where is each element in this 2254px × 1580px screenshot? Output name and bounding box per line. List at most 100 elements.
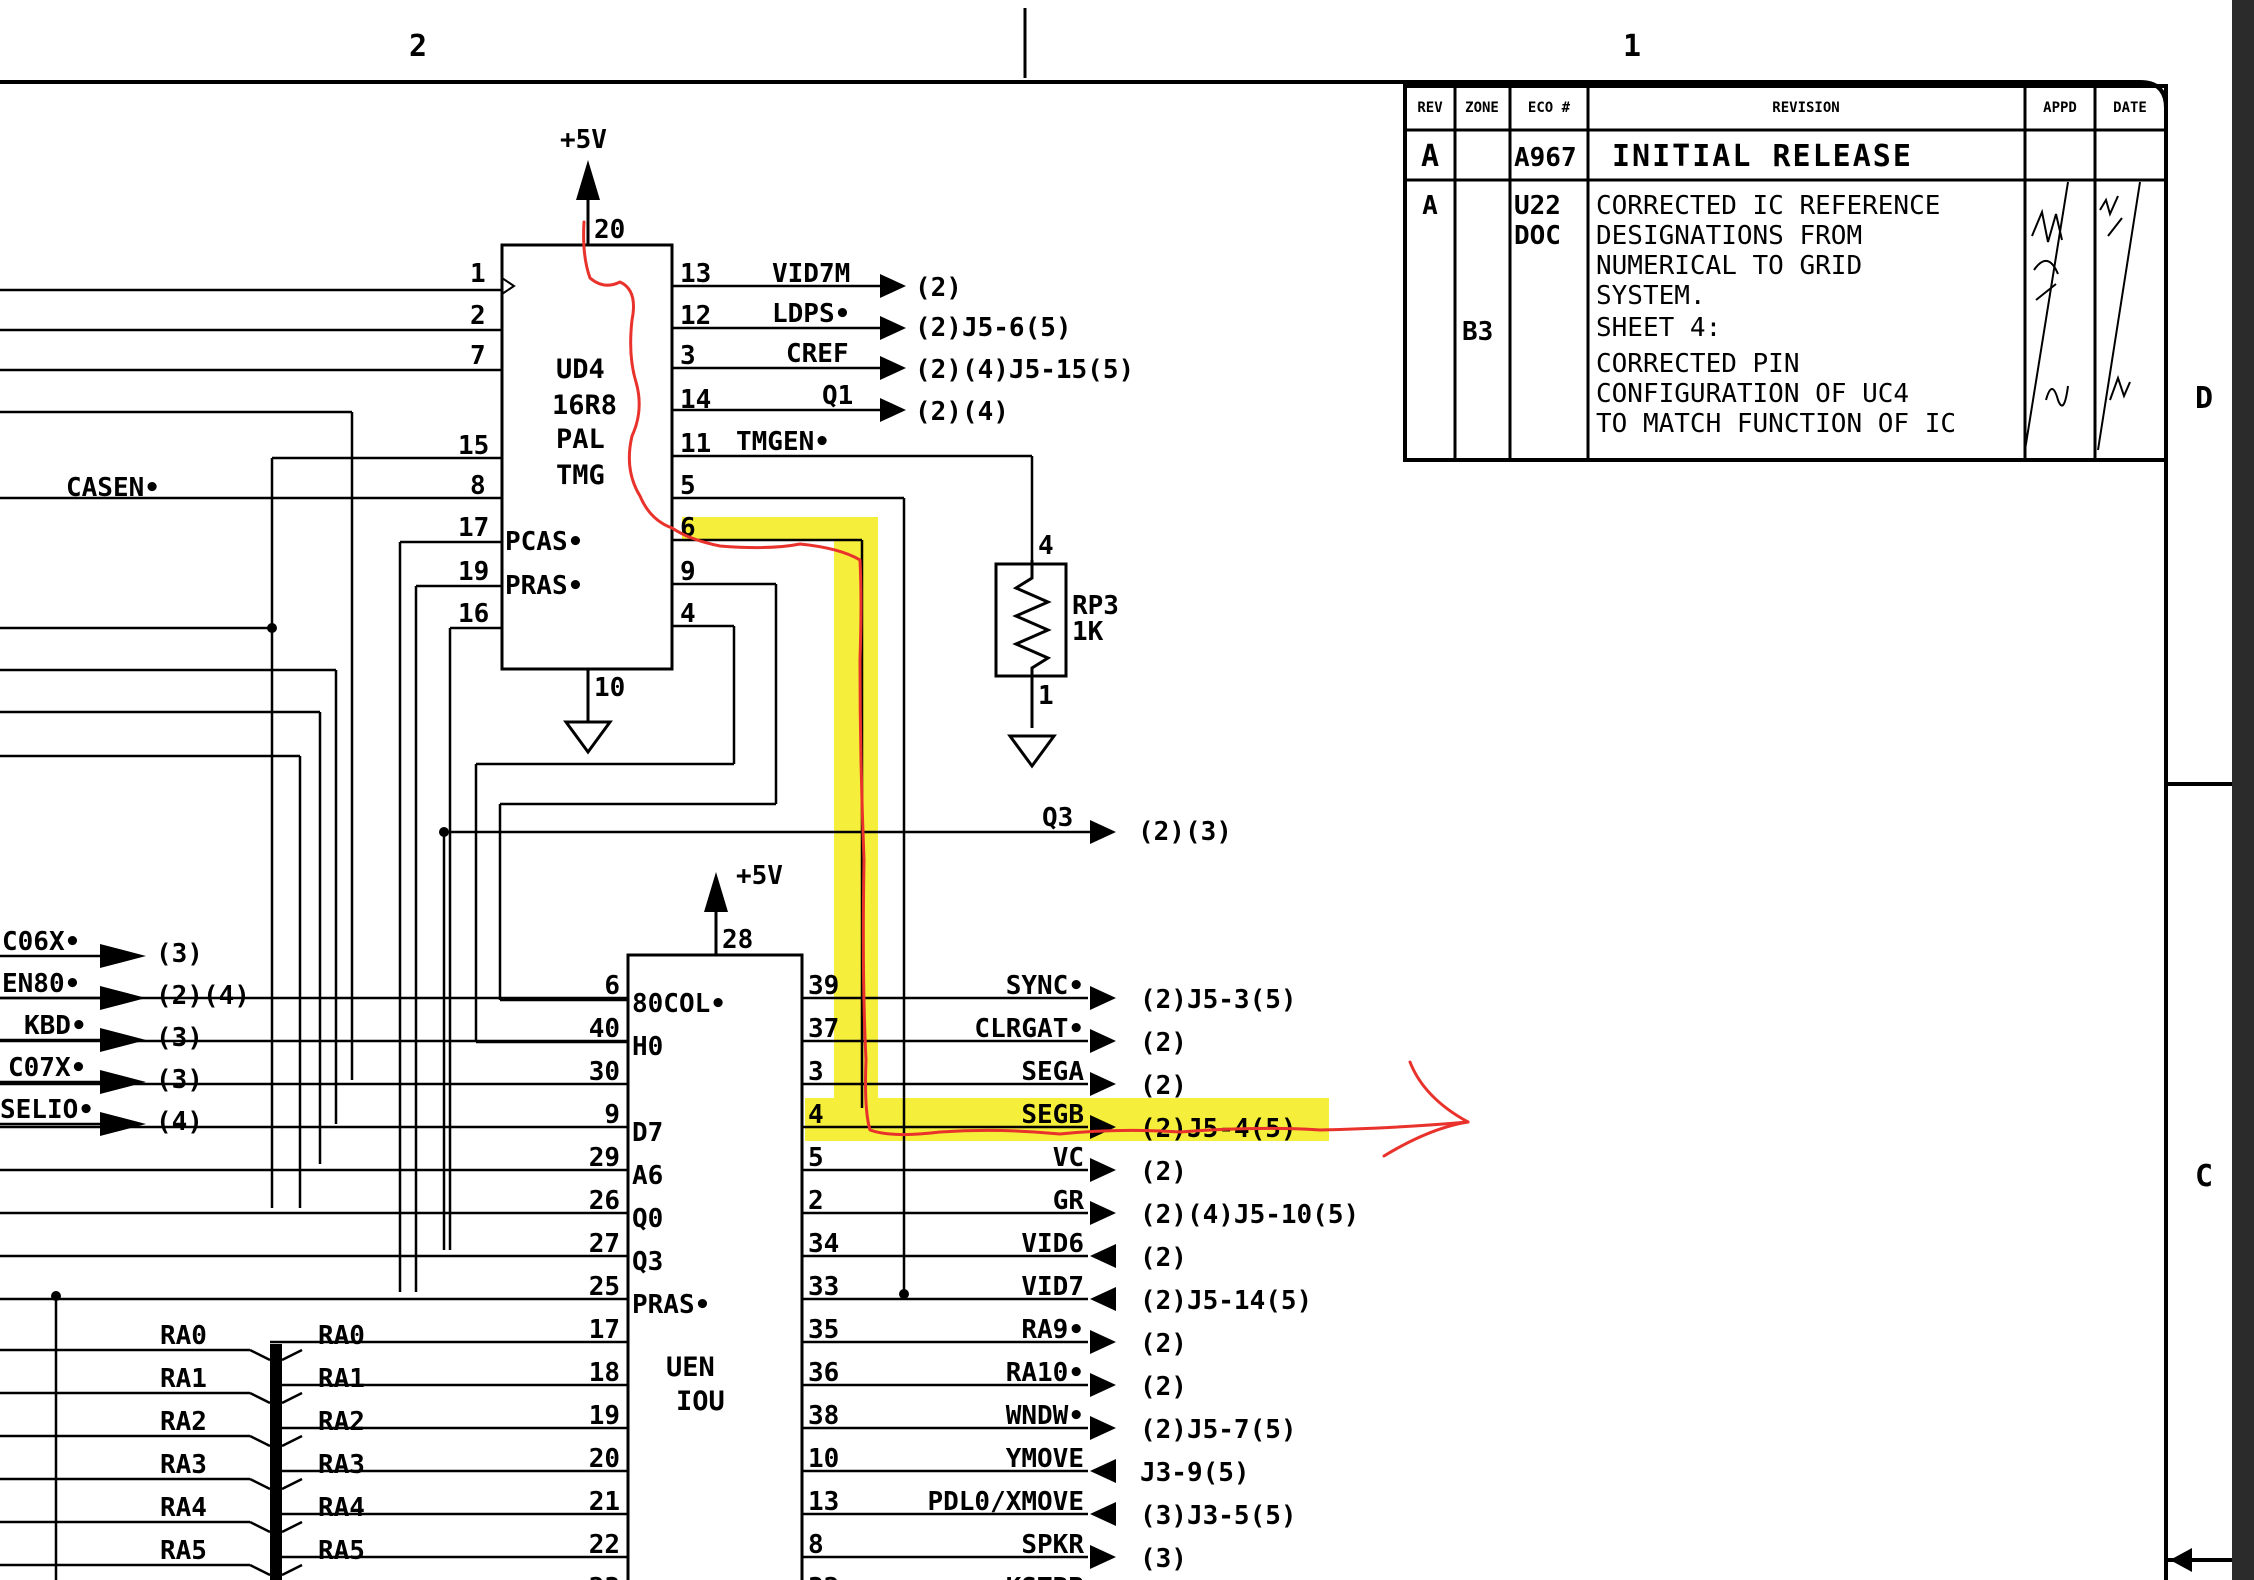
signal-arrow-icon — [1090, 1545, 1116, 1569]
uen-right-pin-number: 32 — [808, 1573, 839, 1580]
signal-arrow-icon — [1090, 1115, 1116, 1139]
revision-line: CORRECTED IC REFERENCE — [1596, 191, 1940, 221]
ref-q1: (2)(4) — [915, 397, 1009, 427]
revision-header: REVISION — [1772, 100, 1839, 116]
uen-signal-ref: (2) — [1140, 1157, 1187, 1187]
revision-line: TO MATCH FUNCTION OF IC — [1596, 409, 1956, 439]
ref-vid7m: (2) — [915, 273, 962, 303]
ra-bus-label-left: RA2 — [160, 1407, 207, 1437]
signal-en80: EN80• — [2, 969, 80, 999]
ud4-gnd-pin: 10 — [594, 673, 625, 703]
uen-signal-ref: (2)J5-7(5) — [1140, 1415, 1297, 1445]
signal-arrow-icon — [1090, 1029, 1116, 1053]
uen-vcc-pin: 28 — [722, 925, 753, 955]
ref-en80: (2)(4) — [156, 981, 250, 1011]
right-edge-bar — [2232, 0, 2254, 1580]
uen-signal-ref: (2) — [1140, 1071, 1187, 1101]
ground-icon — [1007, 734, 1057, 769]
uen-right-pin-number: 5 — [808, 1143, 824, 1173]
rp3-ref: RP3 — [1072, 591, 1119, 621]
ground-icon — [563, 720, 613, 755]
uen-signal-name: PDL0/XMOVE — [927, 1487, 1084, 1517]
uen-signal-name: SEGB — [1021, 1100, 1084, 1130]
uen-signal-name: SYNC• — [1006, 971, 1084, 1001]
zone-label-c: C — [2195, 1159, 2213, 1194]
uen-signal-name: SPKR — [1021, 1530, 1084, 1560]
row2-eco: U22 — [1514, 191, 1561, 221]
ra-bus-entry — [281, 1434, 303, 1448]
ra-bus-label-right: RA0 — [318, 1321, 365, 1351]
uen-left-pin-number: 23 — [589, 1573, 620, 1580]
uen-left-pin-number: 26 — [589, 1186, 620, 1216]
ud4-pin-15: 15 — [458, 431, 489, 461]
revision-line: SHEET 4: — [1596, 313, 1721, 343]
signal-arrow-icon — [1090, 1201, 1116, 1225]
signal-q3: Q3 — [1042, 803, 1073, 833]
signal-q1: Q1 — [822, 381, 853, 411]
eco-header: ECO # — [1528, 100, 1571, 116]
uen-signal-ref: (3)J3-5(5) — [1140, 1501, 1297, 1531]
revision-line: SYSTEM. — [1596, 281, 1706, 311]
vcc-arrow-icon — [576, 160, 600, 200]
ref-ldps: (2)J5-6(5) — [915, 313, 1072, 343]
uen-signal-name: RA9• — [1021, 1315, 1084, 1345]
uen-left-pin-number: 21 — [589, 1487, 620, 1517]
segb-highlight — [682, 517, 1329, 1141]
ud4-pin-3: 3 — [680, 341, 696, 371]
ra-bus: RA0RA0RA1RA1RA2RA2RA3RA3RA4RA4RA5RA5RA6R… — [0, 1296, 365, 1580]
ra-bus-label-right: RA1 — [318, 1364, 365, 1394]
uen-right-pin-number: 4 — [808, 1100, 824, 1130]
uen-left-pin-number: 22 — [589, 1530, 620, 1560]
signal-c07x: C07X• — [8, 1053, 86, 1083]
zone-label-1: 1 — [1623, 29, 1641, 64]
ra-bus-entry — [281, 1391, 303, 1405]
uen-right-pin-number: 13 — [808, 1487, 839, 1517]
signal-arrow-icon — [1090, 1459, 1116, 1483]
vcc-arrow-icon — [704, 872, 728, 912]
red-trace-annotation — [582, 220, 1470, 1158]
uen-left-pin-number: 17 — [589, 1315, 620, 1345]
ref-cref: (2)(4)J5-15(5) — [915, 355, 1134, 385]
rev-header: REV — [1417, 100, 1443, 116]
ra-bus-label-left: RA3 — [160, 1450, 207, 1480]
uen-signal-ref: (2) — [1140, 1329, 1187, 1359]
uen-left-pin-name: Q3 — [632, 1247, 663, 1277]
row1-rev: A — [1421, 139, 1439, 174]
ra-bus-entry — [281, 1348, 303, 1362]
uen-signal-ref: (2) — [1140, 1372, 1187, 1402]
ra-bus-label-right: RA3 — [318, 1450, 365, 1480]
ra-bus-entry — [281, 1520, 303, 1534]
signal-arrow-icon — [1090, 1244, 1116, 1268]
signal-c06x: C06X• — [2, 927, 80, 957]
signal-selio: SELIO• — [0, 1095, 94, 1125]
uen-left-pin-name: 80COL• — [632, 989, 726, 1019]
ref-kbd: (3) — [156, 1023, 203, 1053]
row1-revision: INITIAL RELEASE — [1612, 139, 1913, 174]
appd-header: APPD — [2043, 100, 2077, 116]
ud4-vcc-pin: 20 — [594, 215, 625, 245]
uen-left-pin-name: PRAS• — [632, 1290, 710, 1320]
ra-bus-label-right: RA5 — [318, 1536, 365, 1566]
ud4-pin-4: 4 — [680, 599, 696, 629]
zone-label-2: 2 — [409, 29, 427, 64]
ra-bus-entry — [281, 1477, 303, 1491]
uen-left-pin-number: 19 — [589, 1401, 620, 1431]
signal-arrow-icon — [1090, 1373, 1116, 1397]
ra-bus-label-left: RA5 — [160, 1536, 207, 1566]
row2-eco2: DOC — [1514, 221, 1561, 251]
uen-right-pin-number: 8 — [808, 1530, 824, 1560]
ra-bus-entry — [249, 1520, 271, 1534]
ud4-pin-11: 11 — [680, 429, 711, 459]
ref-q3: (2)(3) — [1138, 817, 1232, 847]
uen-left-pin-name: H0 — [632, 1032, 663, 1062]
revision-line: CONFIGURATION OF UC4 — [1596, 379, 1909, 409]
uen-signal-name: RA10• — [1006, 1358, 1084, 1388]
ud4-vcc-label: +5V — [560, 125, 607, 155]
signal-arrow-icon — [1090, 1287, 1116, 1311]
uen-left-pin-number: 18 — [589, 1358, 620, 1388]
uen-left-pin-number: 25 — [589, 1272, 620, 1302]
uen-signal-name: KSTRB — [1006, 1573, 1084, 1580]
uen-right-pin-number: 33 — [808, 1272, 839, 1302]
output-arrows — [880, 274, 1116, 844]
uen-signal-name: YMOVE — [1006, 1444, 1084, 1474]
